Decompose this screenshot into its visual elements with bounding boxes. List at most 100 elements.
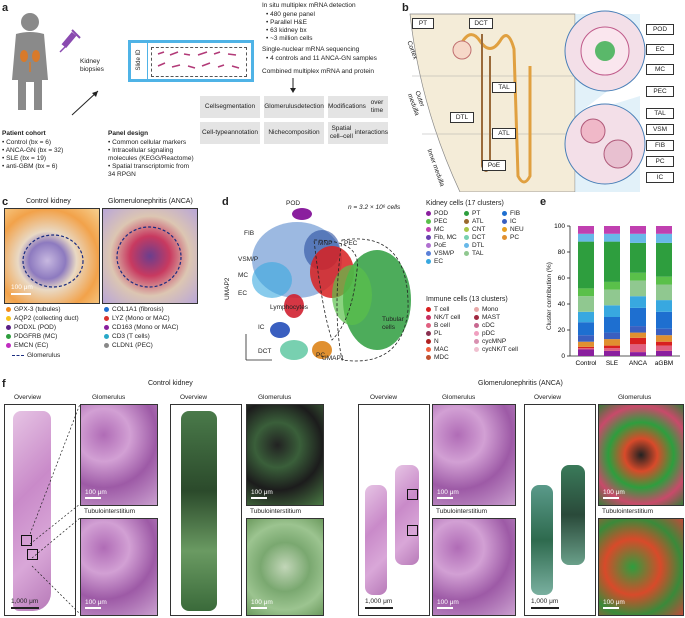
step-text: annotation: [227, 129, 259, 136]
bar-segment: [578, 335, 594, 342]
f-tubulo-label: Tubulointerstitium: [436, 508, 488, 515]
dot-icon: [426, 330, 431, 336]
cohort-item: • anti-GBM (bx = 6): [2, 163, 58, 170]
dot-icon: [6, 324, 11, 330]
panel-design-item: • Intracellular signaling: [108, 147, 174, 154]
e-ylabel: Cluster contribution (%): [546, 262, 553, 330]
tissue-section: [561, 465, 585, 565]
bar-segment: [630, 233, 646, 243]
legend-item: POD: [426, 210, 448, 218]
x-tick-label: SLE: [606, 360, 619, 367]
step-text: over time: [370, 99, 384, 114]
dot-icon: [502, 226, 507, 232]
scale-bar: [11, 293, 31, 295]
legend-item: FIB: [502, 210, 520, 218]
bar-segment: [656, 300, 672, 312]
umap-label-dct: DCT: [258, 348, 272, 355]
dot-icon: [426, 354, 431, 360]
f-control-he-overview: 1,000 μm: [4, 404, 76, 616]
dot-icon: [426, 338, 431, 344]
legend-item: MC: [426, 226, 444, 234]
umap-plot: [245, 208, 411, 362]
kidney-legend-title: Kidney cells (17 clusters): [426, 200, 504, 207]
legend-item: PT: [464, 210, 480, 218]
step-text: Glomerulus: [264, 103, 298, 110]
bar-segment: [656, 328, 672, 336]
c-title-gn: Glomerulonephritis (ANCA): [108, 198, 193, 205]
insitu-title: In situ multiplex mRNA detection: [262, 2, 356, 9]
bar-segment: [604, 305, 620, 317]
bar-segment: [630, 344, 646, 353]
insitu-item: • ~3 million cells: [266, 35, 313, 42]
arrow-icon: [71, 90, 99, 116]
c-legend-item: CD163 (Mono or MAC): [104, 324, 178, 332]
label-poe: PoE: [482, 160, 506, 171]
step-text: segmentation: [216, 103, 256, 110]
step-text: Modifications: [328, 103, 366, 110]
legend-item: PL: [426, 330, 442, 338]
step-text: Niche: [268, 129, 285, 136]
c-image-control: 100 μm: [4, 208, 100, 304]
scale-label: 100 μm: [85, 489, 107, 496]
dot-icon: [474, 314, 479, 320]
bar-segment: [604, 233, 620, 242]
tissue-sections-icon: [157, 51, 240, 69]
umap-label-pod: POD: [286, 200, 301, 207]
scale-label: 100 μm: [251, 489, 273, 496]
slide-id-label: Slide ID: [136, 49, 142, 71]
f-control-ms-glomerulus: 100 μm: [246, 404, 324, 506]
f-overview-label: Overview: [180, 394, 208, 401]
legend-item: PEC: [426, 218, 447, 226]
inset-box: [407, 489, 418, 500]
c-legend-item: COL1A1 (fibrosis): [104, 306, 164, 314]
bar-segment: [656, 345, 672, 351]
bar-segment: [604, 332, 620, 340]
dot-icon: [464, 210, 469, 216]
label-tal2: TAL: [646, 108, 674, 119]
c-image-gn: [102, 208, 198, 304]
umap-label-ic: IC: [258, 324, 265, 331]
immune-legend-title: Immune cells (13 clusters): [426, 296, 508, 303]
dot-icon: [426, 346, 431, 352]
scale-label: 100 μm: [251, 599, 273, 606]
label-pec: PEC: [646, 86, 674, 97]
dot-icon: [474, 330, 479, 336]
bar-segment: [604, 339, 620, 346]
dot-icon: [464, 242, 469, 248]
tissue-section: [365, 485, 387, 595]
scale-label: 100 μm: [437, 489, 459, 496]
umap-label-mnp: MNP: [318, 240, 333, 247]
c-legend-item: PODXL (POD): [6, 324, 56, 332]
umap-n-label: n = 3.2 × 10⁶ cells: [348, 204, 401, 211]
y-tick-label: 0: [561, 353, 565, 360]
panel-label-a: a: [2, 2, 9, 14]
bar-segment: [604, 241, 620, 282]
nephron-diagram: [409, 10, 646, 192]
bar-segment: [630, 352, 646, 356]
scale-label: 100 μm: [603, 599, 625, 606]
syringe-icon: [59, 29, 81, 53]
legend-item: cycNK/T cell: [474, 346, 518, 354]
bar-segment: [630, 337, 646, 345]
bar-segment: [630, 296, 646, 308]
bar-segment: [656, 242, 672, 277]
scale-label: 100 μm: [85, 599, 107, 606]
glomerulus-outline: [22, 234, 84, 288]
scale-label: 100 μm: [603, 489, 625, 496]
bar-segment: [578, 233, 594, 242]
bar-segment: [604, 281, 620, 290]
panel-design-item: 34 RPGN: [108, 171, 136, 178]
dot-icon: [104, 324, 109, 330]
panel-label-b: b: [402, 2, 409, 14]
umap-ylabel: UMAP2: [224, 277, 231, 300]
dot-icon: [6, 306, 11, 312]
legend-item: B cell: [426, 322, 450, 330]
kidney-biopsies-label-2: biopsies: [80, 66, 104, 73]
cohort-item: • Control (bx = 6): [2, 139, 52, 146]
legend-item: MAST: [474, 314, 500, 322]
bar-segment: [656, 350, 672, 356]
legend-item: N: [426, 338, 439, 346]
